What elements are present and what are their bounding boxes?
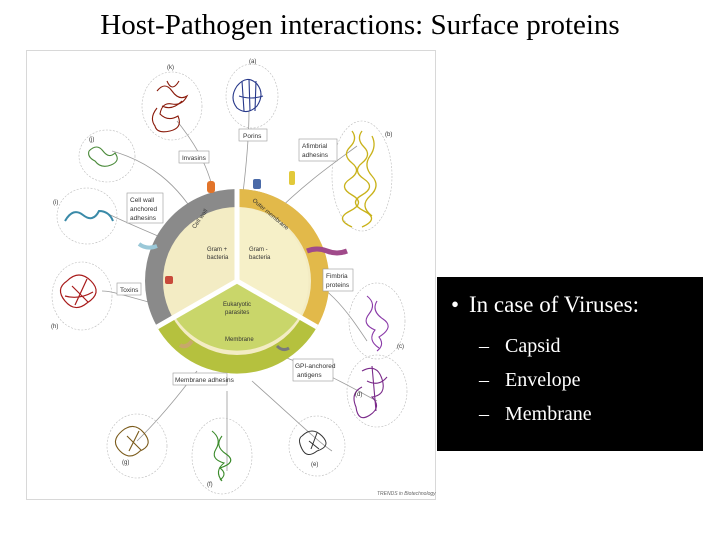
figure-credit: TRENDS in Biotechnology [377,491,436,497]
surface-proteins-figure: Cell wall Outer membrane Gram + bacteria… [26,50,436,500]
figure-svg: Cell wall Outer membrane Gram + bacteria… [51,59,436,497]
virus-info-box: •In case of Viruses: –Capsid –Envelope –… [437,277,703,451]
sector-euk-1: Eukaryotic [223,302,251,308]
list-item: –Capsid [479,329,592,363]
label-invasins: Invasins [182,155,207,162]
virus-heading: • In case of Viruses: [451,291,639,319]
porin-structure [232,78,264,113]
list-item-text: Membrane [505,403,592,425]
panel-letter-d: (d) [355,392,362,398]
sector-gram-pos-1: Gram + [207,247,228,253]
sector-gram-neg-2: bacteria [249,255,271,261]
dash-marker: – [479,369,489,391]
panel-letter-g: (g) [122,460,129,466]
virus-sub-list: –Capsid –Envelope –Membrane [479,329,592,431]
protein-structures [59,78,389,482]
gpi-antigen-structure [353,365,388,419]
label-afimbrial-1: Afimbrial [302,143,328,150]
fimbrial-adhesin-structure [341,130,377,228]
cellwall-adhesin-structure [64,209,114,222]
panel-letter-h: (h) [51,324,58,330]
slide-title: Host-Pathogen interactions: Surface prot… [100,9,620,41]
invasin-structure-i [88,146,118,167]
label-cellwall-3: adhesins [130,215,157,222]
membrane-structure-f [211,430,232,482]
label-cellwall-1: Cell wall [130,197,155,204]
toxin-structure [59,274,97,309]
list-item: –Membrane [479,397,592,431]
sector-euk-2: parasites [225,310,249,316]
sector-membrane: Membrane [225,337,254,343]
dash-marker: – [479,403,489,425]
invasin-structure [151,80,189,133]
membrane-structure-e [299,430,327,455]
central-diagram [145,188,330,374]
sector-gram-neg-1: Gram - [249,247,268,253]
fimbria-structure [365,295,389,352]
label-afimbrial-2: adhesins [302,152,329,159]
label-membrane-adhesins: Membrane adhesins [175,377,235,384]
label-gpi-2: antigens [297,372,322,379]
list-item-text: Envelope [505,369,581,391]
virus-heading-text: In case of Viruses: [469,292,640,317]
panel-letter-k: (k) [167,65,174,71]
panel-letter-e: (e) [311,462,318,468]
label-gpi-1: GPI-anchored [295,363,336,370]
label-toxins: Toxins [120,287,139,294]
label-porins: Porins [243,133,262,140]
label-cellwall-2: anchored [130,206,157,213]
panel-outlines [51,63,408,495]
panel-letter-j: (j) [89,137,94,143]
label-fimbria-2: proteins [326,282,350,289]
dash-marker: – [479,335,489,357]
list-item-text: Capsid [505,335,561,357]
panel-letter-i: (i) [53,200,58,206]
panel-letter-f: (f) [207,482,213,488]
membrane-adhesin-structure [114,425,149,457]
panel-letter-b: (b) [385,132,392,138]
label-boxes [116,128,354,386]
panel-letter-c: (c) [397,344,404,350]
list-item: –Envelope [479,363,592,397]
bullet-dot: • [451,292,460,317]
label-fimbria-1: Fimbria [326,273,348,280]
sector-gram-pos-2: bacteria [207,255,229,261]
panel-letter-a: (a) [249,59,256,65]
